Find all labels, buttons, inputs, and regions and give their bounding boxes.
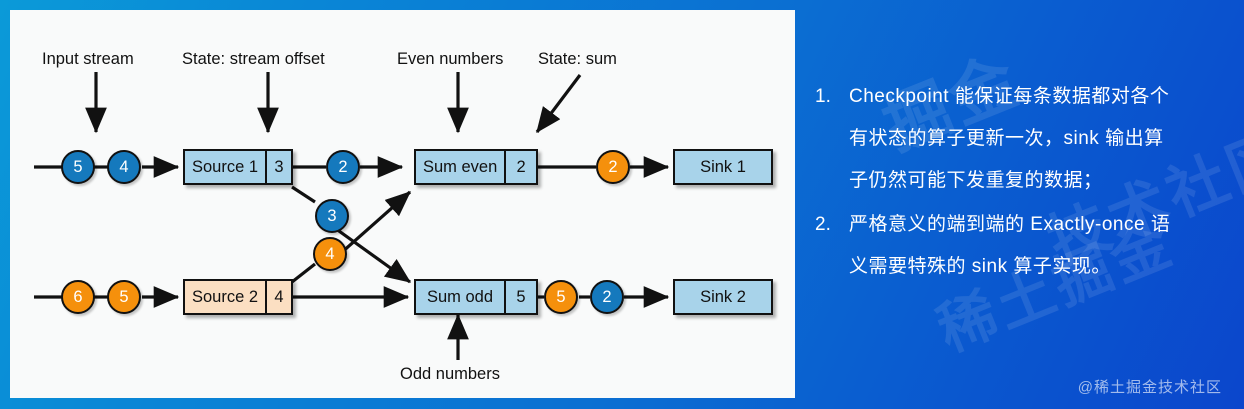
operator-source-1[interactable]: Source 1 3 [183,149,293,185]
record-source1-out-2[interactable]: 2 [326,150,360,184]
operator-sink-1[interactable]: Sink 1 [673,149,773,185]
operator-source-2-name: Source 2 [192,287,259,306]
note-1-body: Checkpoint 能保证每条数据都对各个 有状态的算子更新一次，sink 输… [849,76,1169,202]
label-input-stream: Input stream [42,50,134,68]
record-sumodd-out-2[interactable]: 2 [590,280,624,314]
label-state-offset: State: stream offset [182,50,325,68]
edge-source2-to-rec4 [291,262,316,284]
community-watermark: @稀土掘金技术社区 [1077,379,1222,396]
operator-source-2-state: 4 [265,281,291,313]
label-even-numbers: Even numbers [397,50,504,68]
note-2-body: 严格意义的端到端的 Exactly-once 语 义需要特殊的 sink 算子实… [849,204,1170,288]
note-1-line-3: 子仍然可能下发重复的数据； [849,170,1103,191]
note-1-number: 1. [815,86,831,107]
operator-sink-1-name: Sink 1 [700,157,746,176]
record-source2-out-4[interactable]: 4 [313,237,347,271]
operator-sum-even-name: Sum even [423,157,498,176]
record-sumodd-out-5[interactable]: 5 [544,280,578,314]
operator-source-1-state: 3 [265,151,291,183]
note-2-line-1: 严格意义的端到端的 Exactly-once 语 [849,214,1171,235]
record-input-top-5[interactable]: 5 [61,150,95,184]
label-odd-numbers: Odd numbers [400,365,500,383]
edge-rec3-to-sumodd [331,224,412,284]
leader-state-sum [535,74,582,134]
record-input-bottom-6[interactable]: 6 [61,280,95,314]
note-1-line-1: Checkpoint 能保证每条数据都对各个 [849,86,1170,107]
operator-sum-odd-name: Sum odd [426,287,494,306]
note-item-1: 1. Checkpoint 能保证每条数据都对各个 有状态的算子更新一次，sin… [815,76,1235,202]
record-input-top-4[interactable]: 4 [107,150,141,184]
note-item-2: 2. 严格意义的端到端的 Exactly-once 语 义需要特殊的 sink … [815,204,1235,288]
record-sumeven-out-2[interactable]: 2 [596,150,630,184]
label-state-sum: State: sum [538,50,617,68]
dataflow-diagram-panel: Input stream State: stream offset Even n… [10,10,795,398]
record-source1-out-3[interactable]: 3 [315,199,349,233]
operator-sink-2[interactable]: Sink 2 [673,279,773,315]
note-2-line-2: 义需要特殊的 sink 算子实现。 [849,256,1111,277]
operator-source-2[interactable]: Source 2 4 [183,279,293,315]
operator-sum-odd[interactable]: Sum odd 5 [414,279,538,315]
operator-sum-even[interactable]: Sum even 2 [414,149,538,185]
diagram-connectors [34,72,670,360]
operator-source-1-name: Source 1 [192,157,259,176]
note-1-line-2: 有状态的算子更新一次，sink 输出算 [849,128,1164,149]
record-input-bottom-5[interactable]: 5 [107,280,141,314]
note-2-number: 2. [815,214,831,235]
operator-sum-odd-state: 5 [504,281,536,313]
edge-source1-to-rec3 [291,185,316,204]
notes-panel: 1. Checkpoint 能保证每条数据都对各个 有状态的算子更新一次，sin… [815,76,1235,290]
operator-sum-even-state: 2 [504,151,536,183]
operator-sink-2-name: Sink 2 [700,287,746,306]
